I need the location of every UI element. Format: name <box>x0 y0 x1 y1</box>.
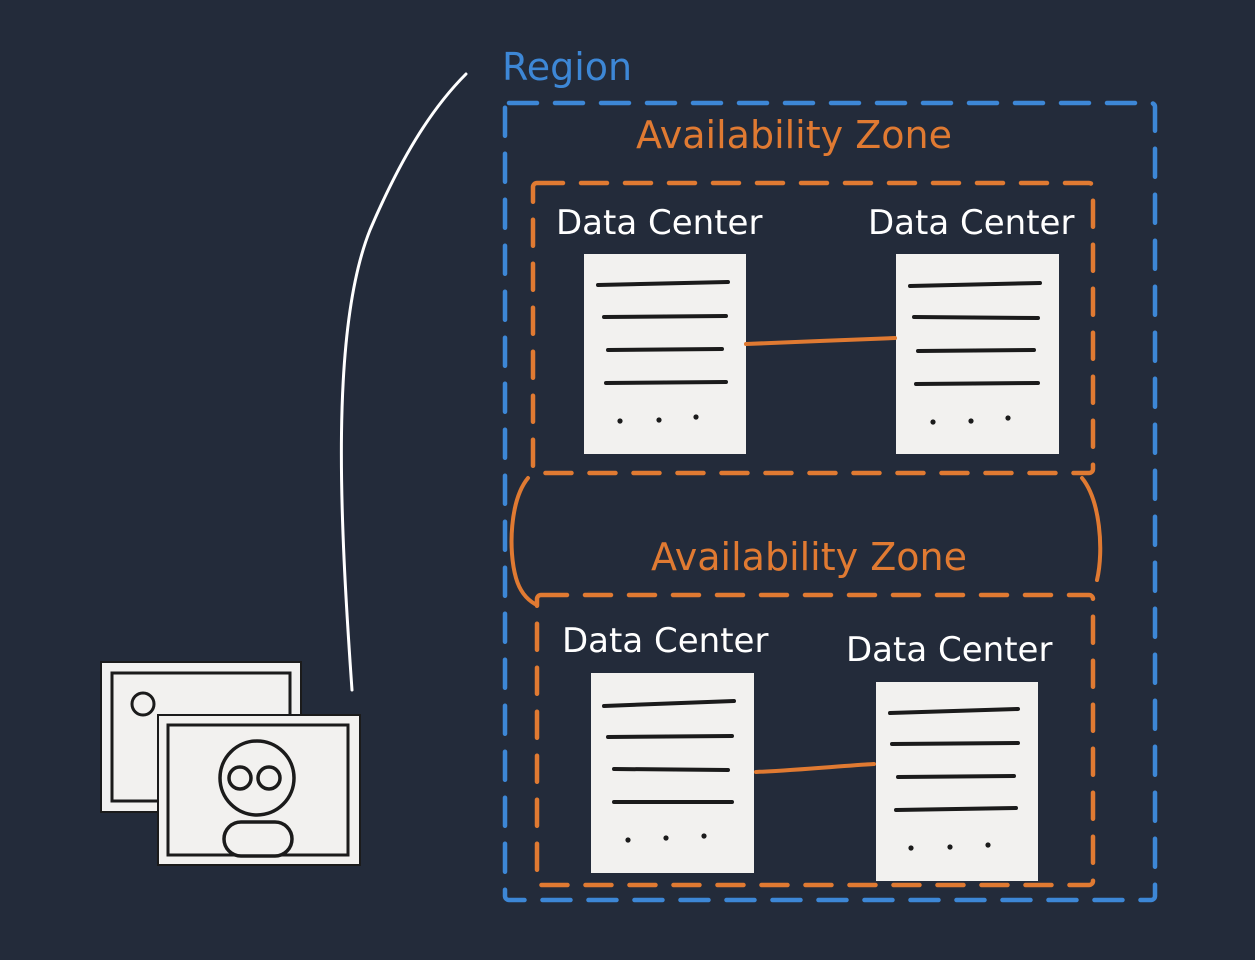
zone-1-boundary <box>530 180 1096 476</box>
connector-curve <box>339 72 468 692</box>
zone-2-dc-2-server-icon <box>876 682 1038 881</box>
zone-1-label: Availability Zone <box>636 113 952 157</box>
region-label: Region <box>502 45 632 89</box>
user-profile-cards-icon <box>100 661 361 866</box>
zone-2-dc-2-label: Data Center <box>846 630 1052 670</box>
zone-2-dc-link <box>754 762 876 774</box>
zone-1-dc-1-label: Data Center <box>556 203 762 243</box>
zone-1-dc-link <box>744 336 897 346</box>
zone-2-dc-1-label: Data Center <box>562 621 768 661</box>
zone-2-dc-1-server-icon <box>591 673 754 873</box>
zone-1-dc-2-server-icon <box>896 254 1059 454</box>
zone-2-boundary <box>534 592 1096 888</box>
zone-1-dc-2-label: Data Center <box>868 203 1074 243</box>
zone-separator-bracket-left <box>509 476 537 606</box>
zone-separator-bracket-right <box>1080 476 1103 582</box>
region-boundary <box>502 100 1158 903</box>
zone-2-label: Availability Zone <box>651 535 967 579</box>
zone-1-dc-1-server-icon <box>584 254 746 454</box>
